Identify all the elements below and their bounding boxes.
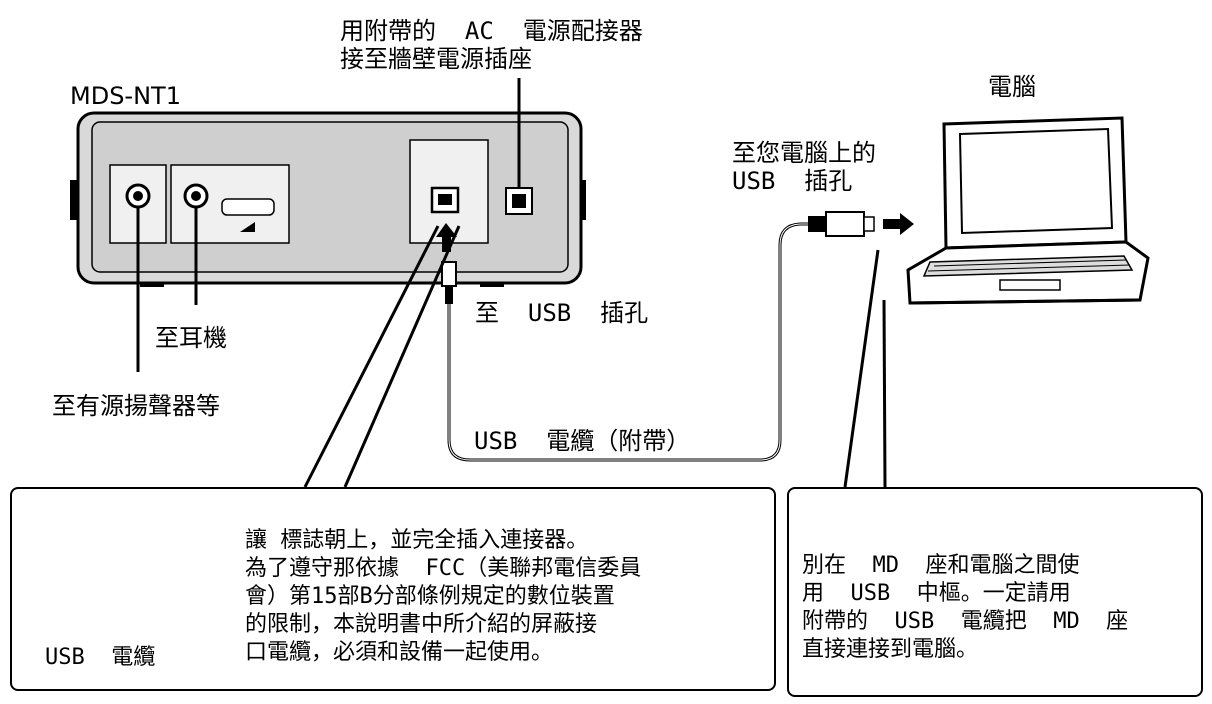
laptop-computer-icon (906, 116, 1150, 305)
box2-pointer-left (843, 249, 880, 488)
usb-cable-caption: USB 電纜 (45, 645, 156, 670)
usb-cable-supplied-label: USB 電纜（附帶） (474, 427, 691, 455)
usb-b-plug-icon (441, 261, 457, 304)
to-usb-port-label: 至 USB 插孔 (475, 299, 649, 327)
usb-a-plug-icon (808, 211, 875, 237)
usb-hub-warning-text: 別在 MD 座和電腦之間使 用 USB 中樞。一定請用 附帶的 USB 電纜把 … (802, 553, 1129, 662)
box1-pointer-left (303, 225, 440, 488)
triangle-mark-icon (240, 222, 255, 232)
to-headphones-label: 至耳機 (155, 324, 227, 352)
md-dock-device (70, 111, 586, 287)
usb-cable-note-box (10, 487, 776, 691)
volume-slot (221, 198, 275, 216)
to-pc-usb-label: 至您電腦上的 USB 插孔 (732, 139, 876, 195)
arrow-right-icon (883, 213, 914, 235)
usb-hub-warning-box (787, 487, 1203, 697)
ac-adapter-label: 用附帶的 AC 電源配接器 接至牆壁電源插座 (340, 17, 643, 73)
computer-label: 電腦 (988, 73, 1036, 101)
device-model-label: MDS-NT1 (70, 82, 181, 110)
to-speakers-label: 至有源揚聲器等 (52, 392, 220, 420)
box2-pointer-right (882, 299, 887, 488)
usb-insert-arrow-icon (436, 223, 457, 252)
insert-instruction-text: 讓 標誌朝上，並完全插入連接器。 為了遵守那依據 FCC（美聯邦電信委員 會）第… (245, 528, 642, 665)
box1-pointer-right (343, 225, 461, 488)
